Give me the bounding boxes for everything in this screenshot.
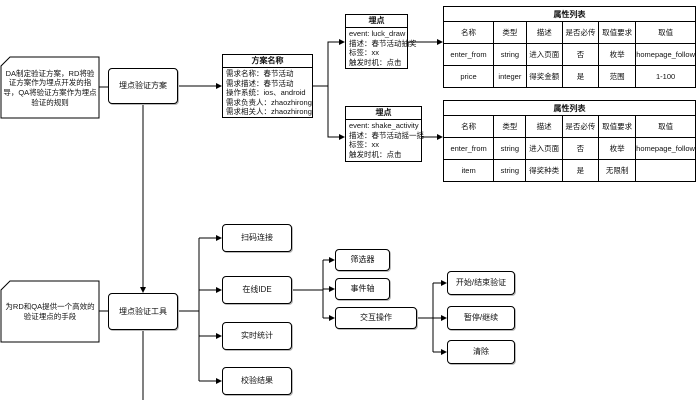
filter-node[interactable]: 筛选器 bbox=[335, 249, 390, 271]
table-cell: 枚举 bbox=[597, 137, 637, 160]
col-header: 取值要求 bbox=[597, 115, 637, 138]
col-header: 是否必传 bbox=[561, 115, 600, 138]
table-caption: 属性列表 bbox=[443, 100, 696, 116]
table-cell: 无限制 bbox=[597, 159, 637, 182]
col-header: 取值要求 bbox=[598, 21, 637, 44]
interaction-node[interactable]: 交互操作 bbox=[335, 307, 417, 329]
col-header: 名称 bbox=[442, 115, 495, 138]
scheme-line: 需求相关人：zhaozhirong bbox=[226, 107, 312, 117]
attr-table-luck-draw: 属性列表 名称 类型 描述 是否必传 取值要求 取值 enter_from st… bbox=[442, 6, 696, 88]
table-cell: enter_from bbox=[442, 43, 495, 66]
event-line: 标签：xx bbox=[349, 48, 379, 58]
scheme-title: 方案名称 bbox=[223, 55, 312, 68]
scheme-card[interactable]: 方案名称 需求名称：春节活动 需求描述：春节活动 操作系统：ios、androi… bbox=[222, 54, 313, 118]
start-end-verify-node[interactable]: 开始/结束验证 bbox=[447, 271, 515, 295]
col-header: 取值 bbox=[635, 115, 696, 138]
table-cell bbox=[635, 159, 696, 182]
table-cell: 得奖种类 bbox=[525, 159, 563, 182]
col-header: 类型 bbox=[493, 21, 527, 44]
clear-node[interactable]: 清除 bbox=[447, 340, 515, 364]
realtime-stats-node[interactable]: 实时统计 bbox=[222, 322, 292, 350]
table-cell: enter_from bbox=[442, 137, 495, 160]
event-line: 描述：春节活动摇一摇 bbox=[349, 130, 424, 140]
table-cell: 是 bbox=[561, 159, 600, 182]
col-header: 名称 bbox=[442, 21, 495, 44]
plan-note-shape bbox=[0, 56, 100, 119]
event-title: 埋点 bbox=[346, 107, 421, 120]
table-cell: homepage_follow bbox=[635, 137, 696, 160]
table-cell: string bbox=[493, 43, 527, 66]
col-header: 取值 bbox=[635, 21, 696, 44]
table-cell: 得奖金额 bbox=[525, 65, 563, 88]
table-row: enter_from string 进入页面 否 枚举 homepage_fol… bbox=[442, 43, 696, 66]
col-header: 描述 bbox=[525, 115, 563, 138]
tool-note-shape bbox=[0, 280, 100, 343]
event-card-luck-draw[interactable]: 埋点 event: luck_draw 描述：春节活动抽奖 标签：xx 触发时机… bbox=[345, 14, 417, 69]
event-line: 触发时机：点击 bbox=[349, 57, 402, 67]
scheme-line: 操作系统：ios、android bbox=[226, 88, 306, 98]
table-cell: 否 bbox=[561, 137, 600, 160]
plan-note: DA制定验证方案，RD将验证方案作为埋点开发的指导，QA将验证方案作为埋点验证的… bbox=[3, 68, 97, 107]
col-header: 类型 bbox=[493, 115, 527, 138]
event-card-shake-activity[interactable]: 埋点 event: shake_activity 描述：春节活动摇一摇 标签：x… bbox=[345, 106, 424, 162]
tool-note: 为RD和QA提供一个高效的验证埋点的手段 bbox=[5, 302, 95, 321]
table-cell: 枚举 bbox=[598, 43, 637, 66]
scan-connect-node[interactable]: 扫码连接 bbox=[222, 224, 292, 252]
event-line: 标签：xx bbox=[349, 140, 379, 150]
table-cell: integer bbox=[493, 65, 527, 88]
event-title: 埋点 bbox=[346, 15, 407, 28]
attr-table-shake-activity: 属性列表 名称 类型 描述 是否必传 取值要求 取值 enter_from st… bbox=[442, 100, 696, 182]
timeline-node[interactable]: 事件轴 bbox=[335, 278, 390, 300]
event-line: event: luck_draw bbox=[349, 29, 406, 38]
table-row: item string 得奖种类 是 无限制 bbox=[442, 159, 696, 182]
table-cell: 进入页面 bbox=[525, 137, 563, 160]
table-row: enter_from string 进入页面 否 枚举 homepage_fol… bbox=[442, 137, 696, 160]
col-header: 描述 bbox=[525, 21, 563, 44]
table-cell: 否 bbox=[561, 43, 600, 66]
table-cell: string bbox=[493, 137, 527, 160]
event-line: 触发时机：点击 bbox=[349, 149, 402, 159]
pause-resume-node[interactable]: 暂停/继续 bbox=[447, 306, 515, 330]
table-cell: 进入页面 bbox=[525, 43, 563, 66]
table-cell: 是 bbox=[561, 65, 600, 88]
event-line: event: shake_activity bbox=[349, 121, 419, 130]
scheme-line: 需求描述：春节活动 bbox=[226, 78, 294, 88]
table-cell: item bbox=[442, 159, 495, 182]
table-cell: 1-100 bbox=[635, 65, 696, 88]
table-cell: price bbox=[442, 65, 495, 88]
check-result-node[interactable]: 校验结果 bbox=[222, 367, 292, 395]
scheme-lines: 需求名称：春节活动 需求描述：春节活动 操作系统：ios、android 需求负… bbox=[223, 68, 312, 118]
event-line: 描述：春节活动抽奖 bbox=[349, 38, 417, 48]
table-row: price integer 得奖金额 是 范围 1-100 bbox=[442, 65, 696, 88]
col-header: 是否必传 bbox=[561, 21, 600, 44]
online-ide-node[interactable]: 在线IDE bbox=[222, 276, 292, 304]
table-caption: 属性列表 bbox=[443, 6, 696, 22]
table-cell: 范围 bbox=[598, 65, 637, 88]
scheme-line: 需求负责人：zhaozhirong bbox=[226, 97, 312, 107]
scheme-line: 需求名称：春节活动 bbox=[226, 69, 294, 78]
tool-node[interactable]: 埋点验证工具 bbox=[108, 293, 178, 330]
plan-node[interactable]: 埋点验证方案 bbox=[108, 68, 178, 104]
table-cell: homepage_follow bbox=[635, 43, 696, 66]
table-cell: string bbox=[493, 159, 527, 182]
